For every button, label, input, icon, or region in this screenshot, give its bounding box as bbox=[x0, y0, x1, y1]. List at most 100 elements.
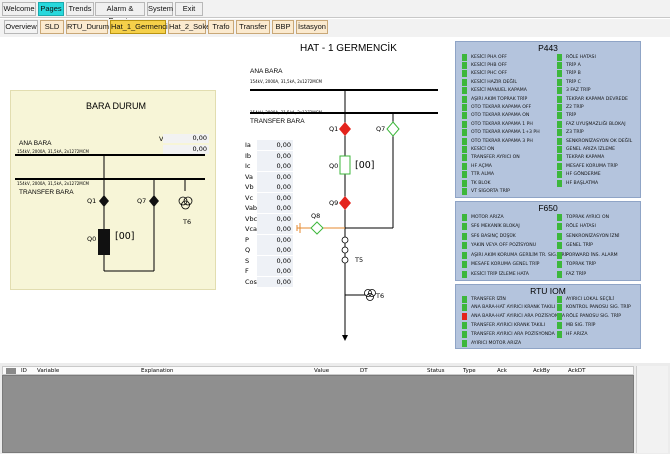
signal-indicator: TRİP C bbox=[557, 78, 581, 86]
signal-label: GENEL ARIZA İZLEME bbox=[566, 146, 616, 152]
signal-label: RÖLE HATASI bbox=[566, 54, 596, 60]
bara-durum-panel: BARA DURUM Vab 0,00 F 0,00 ANA BARA 154k… bbox=[10, 90, 216, 290]
transfer-bara-spec: 154kV, 2000A, 31,5kA, 2x1272MCM bbox=[17, 181, 89, 186]
q0-breaker-symbol[interactable] bbox=[98, 229, 110, 255]
alarm-panel: ID Variable Explanation Value DT Status … bbox=[0, 363, 670, 454]
signal-indicator: Z2 TRİP bbox=[557, 103, 584, 111]
col-ack[interactable]: Ack bbox=[497, 368, 507, 374]
alarm-table-body[interactable] bbox=[2, 375, 634, 453]
signal-label: OTO TEKRAR KAPAMA OFF bbox=[471, 104, 532, 110]
measurement-label: Vca bbox=[245, 225, 258, 233]
signal-indicator: KESİCİ PHB OFF bbox=[462, 61, 507, 69]
q1-disconnector-symbol[interactable] bbox=[99, 195, 109, 207]
tab-transfer[interactable]: Transfer bbox=[236, 20, 270, 34]
col-status[interactable]: Status bbox=[427, 368, 445, 374]
sld-q9-disconnector[interactable] bbox=[339, 196, 351, 210]
signal-label: MESAFE KORUMA GENEL TRİP bbox=[471, 262, 540, 267]
alarm-table-header: ID Variable Explanation Value DT Status … bbox=[2, 366, 634, 375]
signal-indicator: AŞIRI AKIM TOPRAK TRİP bbox=[462, 95, 527, 103]
measurement-label: Vb bbox=[245, 183, 254, 191]
status-lamp-icon bbox=[557, 251, 562, 259]
alarm-scrollbar[interactable] bbox=[636, 366, 668, 453]
status-lamp-icon bbox=[462, 87, 467, 95]
signal-indicator: TRANSFER AYIRICI ARA POZİSYONDA bbox=[462, 330, 555, 338]
q0-code: [00] bbox=[115, 231, 135, 242]
signal-indicator: OTO TEKRAR KAPAMA 1 PH bbox=[462, 120, 533, 128]
tab-hat-1-germencik[interactable]: Hat_1_Germencik bbox=[110, 20, 171, 34]
tab-sld[interactable]: SLD bbox=[40, 20, 64, 34]
status-lamp-icon bbox=[462, 154, 467, 162]
col-ackdt[interactable]: AckDT bbox=[568, 368, 586, 374]
col-ackby[interactable]: AckBy bbox=[533, 368, 550, 374]
transfer-bara-label: TRANSFER BARA bbox=[19, 189, 74, 196]
measurement-value: 0,00 bbox=[257, 192, 293, 203]
tab-rtu-durum[interactable]: RTU_Durum bbox=[66, 20, 109, 34]
col-value[interactable]: Value bbox=[314, 368, 330, 374]
status-lamp-icon bbox=[462, 78, 467, 86]
status-lamp-icon bbox=[462, 171, 467, 179]
nav-exit-button[interactable]: Exit bbox=[175, 2, 203, 16]
sld-q0-code: [00] bbox=[355, 160, 375, 171]
signal-indicator: HF ARIZA bbox=[557, 330, 588, 338]
sld-q1-disconnector[interactable] bbox=[339, 122, 351, 136]
signal-indicator: TOPRAK AYRICI ON bbox=[557, 213, 609, 221]
signal-indicator: SF6 BASINÇ DÜŞÜK bbox=[462, 232, 516, 240]
measurement-value: 0,00 bbox=[257, 266, 293, 276]
measurement-label: Va bbox=[245, 172, 253, 181]
sld-q8-earthing-switch[interactable] bbox=[310, 221, 324, 235]
signal-label: HF ARIZA bbox=[566, 331, 588, 337]
page-tabs: Overview SLD RTU_Durum Hat_1_Germencik H… bbox=[0, 19, 670, 37]
signal-label: TEKRAR KAPAMA DEVREDE bbox=[566, 96, 628, 102]
signal-indicator: KESİCİ ON bbox=[462, 145, 494, 153]
page-title: HAT - 1 GERMENCİK bbox=[300, 43, 397, 54]
measurement-label: Vab bbox=[245, 204, 258, 212]
status-lamp-icon bbox=[557, 112, 562, 120]
col-id[interactable]: ID bbox=[21, 368, 27, 374]
nav-pages-button[interactable]: Pages bbox=[38, 2, 64, 16]
tab-hat-2-soke[interactable]: Hat_2_Soke bbox=[168, 20, 210, 34]
q7-disconnector-symbol[interactable] bbox=[149, 195, 159, 207]
signal-label: OTO TEKRAR KAPAMA 1 PH bbox=[471, 121, 533, 127]
nav-alarm-events-button[interactable]: Alarm & Events bbox=[95, 2, 145, 25]
sld-feeder-arrow bbox=[342, 335, 348, 341]
signal-indicator: TRİP bbox=[557, 112, 576, 120]
status-lamp-icon bbox=[462, 251, 467, 259]
nav-trends-button[interactable]: Trends bbox=[66, 2, 94, 16]
status-lamp-icon bbox=[462, 330, 467, 338]
signal-indicator: AYIRICI MOTOR ARIZA bbox=[462, 339, 521, 347]
tab-overview[interactable]: Overview bbox=[4, 20, 38, 34]
status-lamp-icon bbox=[462, 70, 467, 78]
nav-welcome-button[interactable]: Welcome bbox=[2, 2, 36, 16]
signal-indicator: KESİCİ PHC OFF bbox=[462, 70, 507, 78]
tab-bbp[interactable]: BBP bbox=[272, 20, 294, 34]
measurement-label: P bbox=[245, 235, 249, 244]
sld-q0-breaker[interactable] bbox=[339, 155, 351, 175]
measurement-label: Ic bbox=[245, 162, 251, 170]
nav-system-button[interactable]: System bbox=[147, 2, 173, 16]
signal-indicator: TEKRAR KAPAMA bbox=[557, 154, 604, 162]
signal-label: TRİP bbox=[566, 113, 577, 119]
col-variable[interactable]: Variable bbox=[37, 368, 60, 374]
signal-label: KESİCİ TRİP İZLEME HATA bbox=[471, 271, 529, 277]
signal-label: ANA BARA-HAT AYIRICI ARA POZİSYONDA bbox=[471, 314, 565, 320]
signal-indicator: VT SİGORTA TRİP bbox=[462, 187, 510, 195]
tab-istasyon[interactable]: İstasyon bbox=[296, 20, 328, 34]
measurement-value: 0,00 bbox=[257, 255, 293, 266]
signal-indicator: RÖLE HATASI bbox=[557, 53, 596, 61]
sld-q7-disconnector[interactable] bbox=[386, 121, 400, 137]
status-lamp-icon bbox=[462, 261, 467, 268]
sld-ct-2 bbox=[341, 246, 349, 254]
col-dt[interactable]: DT bbox=[360, 368, 368, 374]
signal-indicator: OTO TEKRAR KAPAMA 1+3 PH bbox=[462, 129, 540, 137]
signal-indicator: Z3 TRİP bbox=[557, 129, 584, 137]
tab-trafo[interactable]: Trafo bbox=[208, 20, 234, 34]
p443-title: P443 bbox=[538, 43, 558, 53]
col-explanation[interactable]: Explanation bbox=[141, 368, 174, 374]
alarm-table-icon bbox=[6, 368, 16, 374]
signal-indicator: 3 FAZ TRİP bbox=[557, 87, 590, 95]
col-type[interactable]: Type bbox=[463, 368, 476, 374]
